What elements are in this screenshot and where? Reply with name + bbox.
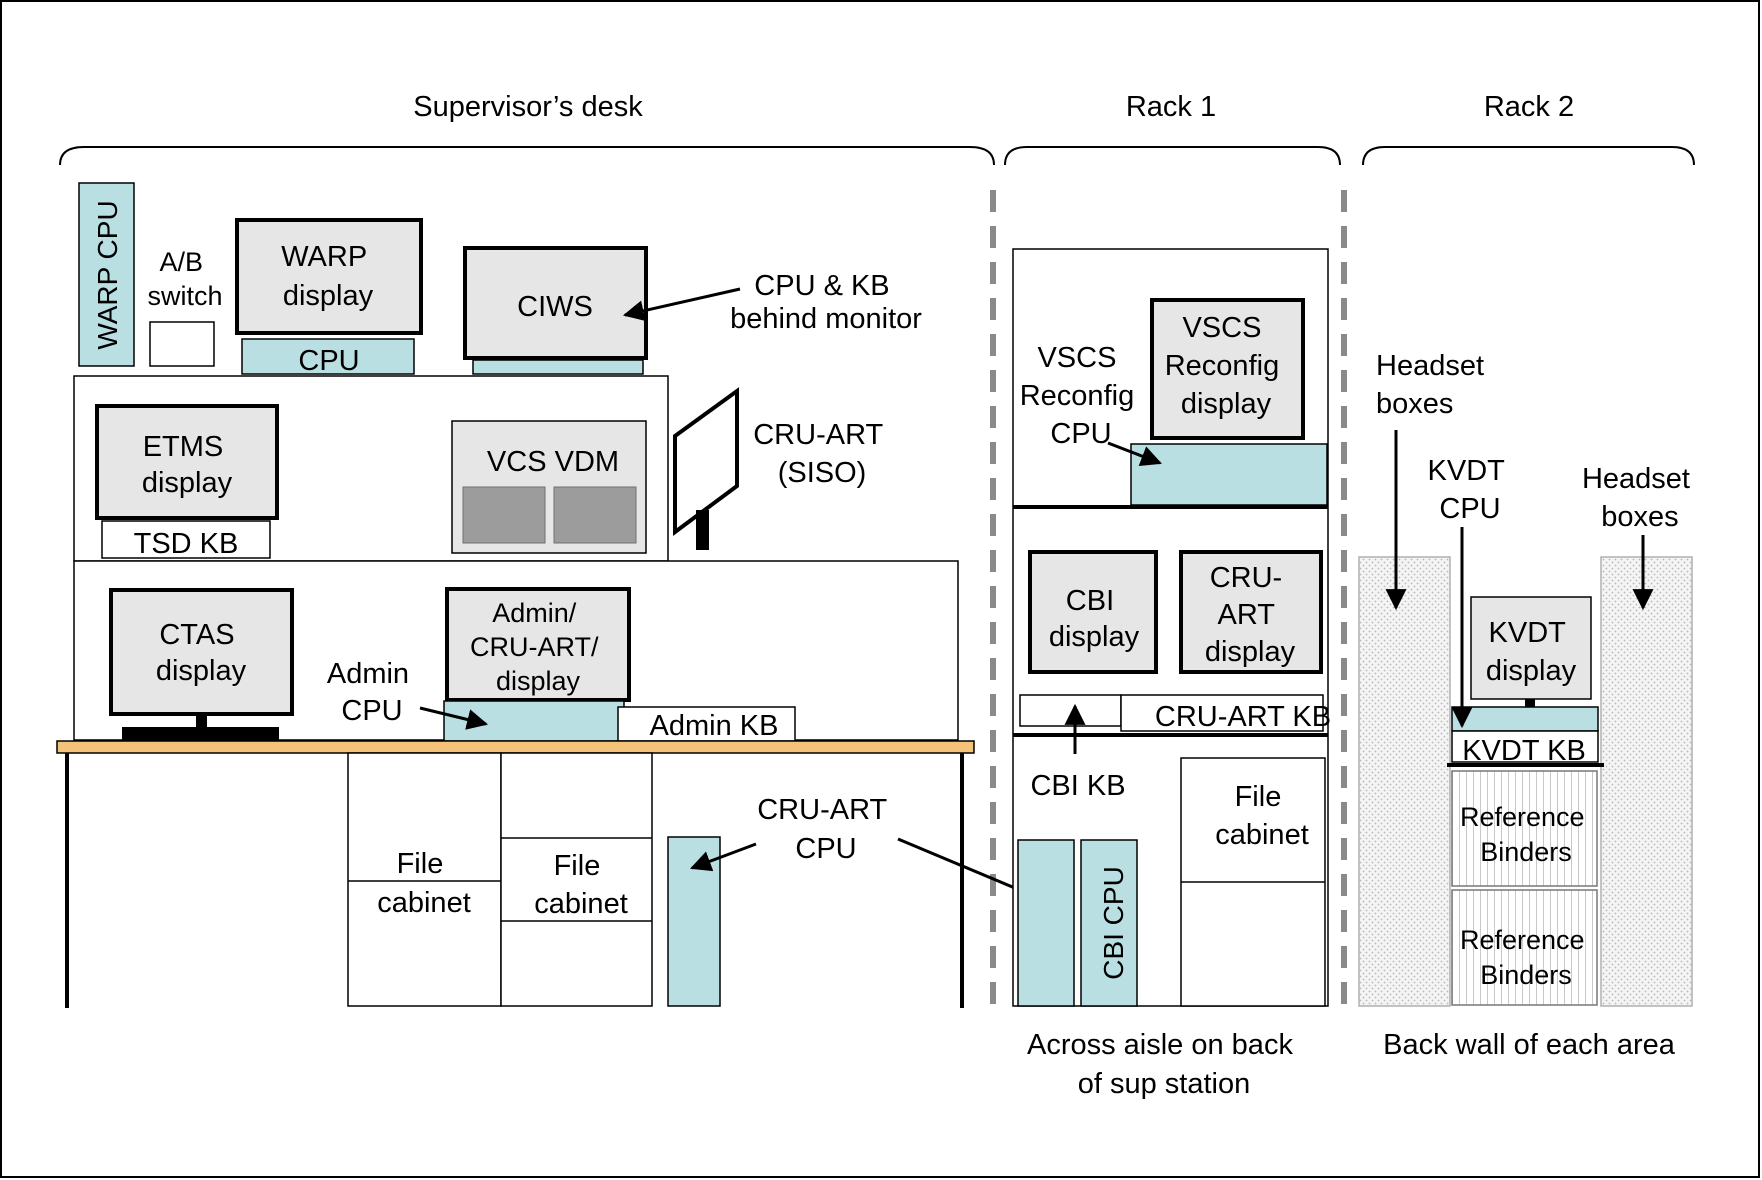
etms-display <box>95 404 279 520</box>
cbi-display <box>1028 550 1158 674</box>
kvdt-display-label: KVDT display <box>1486 617 1577 687</box>
cru-art-siso-label: CRU-ART (SISO) <box>753 419 891 489</box>
brace-rack-1 <box>1004 146 1341 166</box>
kvdt-cpu-label: KVDT CPU <box>1428 455 1513 525</box>
admin-kb <box>617 706 796 742</box>
warp-cpu-label: WARP CPU <box>92 200 123 349</box>
file-cabinet-middle <box>500 752 653 1007</box>
file-cabinet-left <box>347 752 502 1007</box>
cru-art-siso-monitor <box>673 387 739 536</box>
header-rack-1: Rack 1 <box>1126 91 1216 123</box>
arrow-admin-cpu <box>419 706 489 730</box>
cbi-cpu-label: CBI CPU <box>1098 866 1129 980</box>
header-rack-2: Rack 2 <box>1484 91 1574 123</box>
rack1-file-cabinet-label: File cabinet <box>1215 781 1309 851</box>
rack1-cru-art-cpu-tower <box>1017 839 1075 1007</box>
vcs-vdm-screen-left <box>462 486 546 544</box>
warp-display <box>235 218 423 335</box>
ab-switch-box <box>149 321 215 367</box>
file-cabinet-middle-label: File cabinet <box>534 850 628 920</box>
cru-art-display <box>1179 550 1323 674</box>
ctas-stand-base <box>122 727 279 740</box>
admin-display-label: Admin/ CRU-ART/ display <box>470 598 606 696</box>
etms-display-label: ETMS display <box>142 431 233 499</box>
vscs-reconfig-cpu-label: VSCS Reconfig CPU <box>1020 342 1143 450</box>
brace-desk <box>59 146 995 166</box>
cru-art-cpu-label: CRU-ART CPU <box>757 794 895 865</box>
cru-art-kb-box <box>1120 694 1324 732</box>
arrow-cru-art-cpu-desk <box>690 842 757 872</box>
headset-boxes-right-label: Headset boxes <box>1582 463 1698 533</box>
tsd-kb-label: TSD KB <box>134 528 239 560</box>
vscs-reconfig-display-label: VSCS Reconfig display <box>1165 312 1288 420</box>
brace-rack-2 <box>1362 146 1695 166</box>
reference-binders-top <box>1451 770 1598 887</box>
kvdt-kb-label: KVDT KB <box>1462 735 1586 767</box>
warp-display-label: WARP display <box>281 241 374 312</box>
cru-art-display-label: CRU- ART display <box>1205 562 1296 668</box>
warp-cpu-box <box>78 182 135 367</box>
ciws-label: CIWS <box>517 291 593 323</box>
cbi-kb-box <box>1019 694 1122 727</box>
ctas-stand-neck <box>196 714 207 728</box>
headset-boxes-right-column <box>1600 556 1693 1007</box>
rack2-caption: Back wall of each area <box>1383 1029 1676 1061</box>
rack1-caption: Across aisle on back of sup station <box>1027 1029 1301 1100</box>
arrow-cpu-kb-to-ciws <box>622 287 741 322</box>
vcs-vdm-label: VCS VDM <box>487 446 619 478</box>
kvdt-cpu-box <box>1451 706 1599 732</box>
ciws-base <box>472 359 644 375</box>
cru-art-cpu-tower <box>667 836 721 1007</box>
cbi-kb-label: CBI KB <box>1030 770 1125 802</box>
desktop-surface <box>56 740 975 754</box>
cbi-display-label: CBI display <box>1049 585 1140 653</box>
reference-binders-bottom <box>1451 889 1598 1006</box>
warp-cpu-base-label: CPU <box>298 345 359 377</box>
header-supervisors-desk: Supervisor’s desk <box>413 91 643 123</box>
ctas-display <box>109 588 294 716</box>
warp-cpu-base <box>241 338 415 375</box>
reference-binders-top-label: Reference Binders <box>1460 802 1592 867</box>
ciws-display <box>463 246 648 360</box>
ctas-display-label: CTAS display <box>156 619 247 687</box>
vscs-reconfig-display <box>1150 298 1305 440</box>
headset-boxes-left-label: Headset boxes <box>1376 350 1492 420</box>
vcs-vdm-screen-right <box>553 486 637 544</box>
ab-switch-label: A/B switch <box>147 247 222 311</box>
cpu-kb-behind-monitor-label: CPU & KB behind monitor <box>730 270 922 335</box>
admin-kb-label: Admin KB <box>650 710 779 742</box>
kvdt-display-stand <box>1525 699 1535 707</box>
cru-art-siso-stand <box>696 510 709 550</box>
cbi-cpu-tower <box>1080 839 1138 1007</box>
headset-boxes-left-column <box>1358 556 1451 1007</box>
admin-cpu-label: Admin CPU <box>327 658 417 727</box>
arrow-vscs-reconfig-cpu <box>1107 441 1162 467</box>
cru-art-kb-label: CRU-ART KB <box>1155 701 1331 733</box>
tsd-kb <box>101 520 271 559</box>
admin-display <box>445 587 631 702</box>
vscs-reconfig-cpu-box <box>1130 443 1328 506</box>
kvdt-kb-box <box>1451 730 1599 763</box>
file-cabinet-left-label: File cabinet <box>377 848 471 919</box>
reference-binders-bottom-label: Reference Binders <box>1460 925 1592 990</box>
